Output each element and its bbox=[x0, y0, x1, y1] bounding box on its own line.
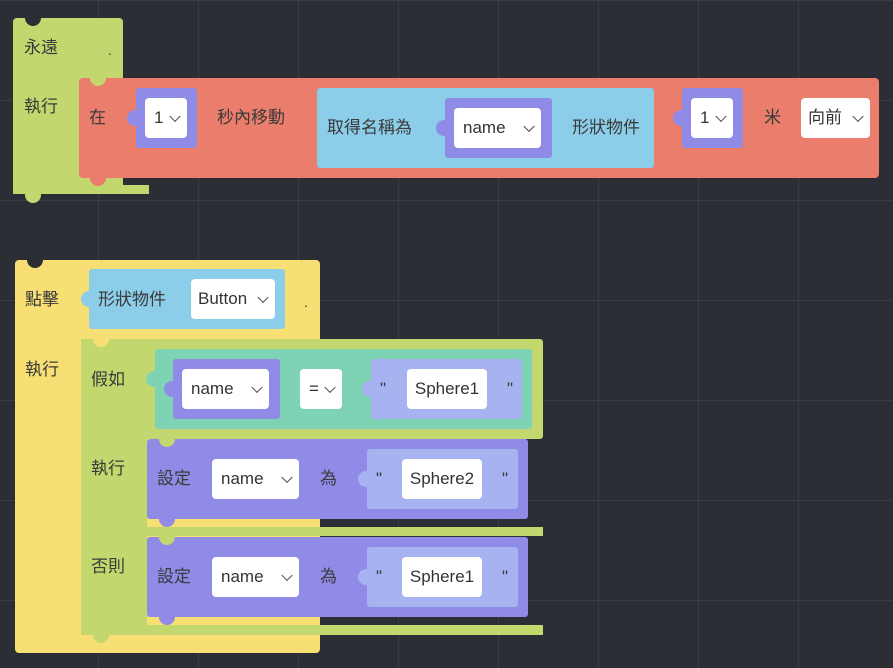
then-value-text-field[interactable]: Sphere2 bbox=[402, 459, 482, 499]
compare-left-connector bbox=[164, 381, 180, 397]
forever-top-notch bbox=[25, 10, 41, 26]
compare-connector bbox=[146, 371, 162, 387]
name-dropdown[interactable]: name bbox=[454, 108, 541, 148]
button-value: Button bbox=[198, 289, 248, 308]
else-as-label: 為 bbox=[320, 567, 337, 586]
seconds-label: 秒內移動 bbox=[217, 108, 285, 127]
else-set-top-connector bbox=[159, 529, 175, 545]
click-label: 點擊 bbox=[25, 290, 59, 309]
seconds-value: 1 bbox=[154, 108, 164, 127]
button-dropdown[interactable]: Button bbox=[191, 279, 275, 319]
then-as-label: 為 bbox=[320, 469, 337, 488]
if-top-connector bbox=[93, 331, 109, 347]
if-else-middle-arm bbox=[81, 527, 543, 536]
move-in-label: 在 bbox=[89, 108, 106, 127]
then-variable-value: name bbox=[221, 469, 264, 488]
seconds-input-connector bbox=[127, 110, 143, 126]
quote-close: " bbox=[507, 379, 514, 398]
distance-dropdown[interactable]: 1 bbox=[691, 98, 733, 138]
chevron-down-icon bbox=[523, 120, 535, 133]
click-do-label: 執行 bbox=[25, 360, 59, 379]
else-label: 否則 bbox=[91, 557, 125, 576]
then-string-connector bbox=[358, 471, 374, 487]
else-quote-close: " bbox=[502, 567, 509, 586]
forever-bottom-connector bbox=[25, 187, 41, 203]
operator-value: = bbox=[309, 379, 319, 398]
else-variable-dropdown[interactable]: name bbox=[212, 557, 299, 597]
then-variable-dropdown[interactable]: name bbox=[212, 459, 299, 499]
chevron-down-icon bbox=[251, 381, 263, 394]
if-else-bottom-arm bbox=[81, 625, 543, 635]
chevron-down-icon bbox=[257, 291, 269, 304]
else-quote-open: " bbox=[376, 567, 383, 586]
else-string-connector bbox=[358, 569, 374, 585]
then-value: Sphere2 bbox=[409, 469, 475, 488]
then-label: 執行 bbox=[91, 459, 125, 478]
click-shape-connector bbox=[81, 291, 97, 307]
then-quote-close: " bbox=[502, 469, 509, 488]
name-value: name bbox=[463, 118, 506, 137]
chevron-down-icon bbox=[169, 110, 181, 123]
then-set-bottom-connector bbox=[159, 511, 175, 527]
get-by-name-label: 取得名稱為 bbox=[327, 118, 412, 137]
move-block-top-connector bbox=[90, 70, 106, 86]
chevron-down-icon bbox=[852, 110, 864, 123]
if-label: 假如 bbox=[91, 370, 125, 389]
compare-left-value: name bbox=[191, 379, 234, 398]
else-value-text-field[interactable]: Sphere1 bbox=[402, 557, 482, 597]
chevron-down-icon bbox=[715, 110, 727, 123]
direction-value: 向前 bbox=[808, 108, 842, 127]
operator-dropdown[interactable]: = bbox=[300, 369, 342, 409]
forever-block-bottom-arm bbox=[13, 185, 149, 194]
else-variable-value: name bbox=[221, 567, 264, 586]
then-set-label: 設定 bbox=[157, 469, 191, 488]
click-shape-label: 形狀物件 bbox=[98, 290, 166, 309]
compare-left-dropdown[interactable]: name bbox=[182, 369, 269, 409]
if-bottom-connector bbox=[93, 627, 109, 643]
else-value: Sphere1 bbox=[409, 567, 475, 586]
distance-input-connector bbox=[673, 110, 689, 126]
then-set-top-connector bbox=[159, 431, 175, 447]
unit-label: 米 bbox=[764, 108, 781, 127]
shape-label: 形狀物件 bbox=[572, 118, 640, 137]
move-block-bottom-connector bbox=[90, 170, 106, 186]
compare-right-connector bbox=[362, 381, 378, 397]
chevron-down-icon bbox=[324, 381, 336, 394]
click-dot: . bbox=[304, 294, 308, 310]
chevron-down-icon bbox=[281, 569, 293, 582]
name-variable-connector bbox=[436, 120, 452, 136]
click-top-notch bbox=[27, 252, 43, 268]
if-else-spine bbox=[81, 339, 147, 635]
then-quote-open: " bbox=[376, 469, 383, 488]
seconds-dropdown[interactable]: 1 bbox=[145, 98, 187, 138]
compare-right-text-field[interactable]: Sphere1 bbox=[407, 369, 487, 409]
compare-right-value: Sphere1 bbox=[414, 379, 480, 398]
distance-value: 1 bbox=[700, 108, 710, 127]
chevron-down-icon bbox=[281, 471, 293, 484]
else-set-bottom-connector bbox=[159, 609, 175, 625]
else-set-label: 設定 bbox=[157, 567, 191, 586]
direction-dropdown[interactable]: 向前 bbox=[801, 98, 870, 138]
forever-dot: . bbox=[108, 42, 112, 58]
forever-label: 永遠 bbox=[24, 38, 58, 57]
forever-do-label: 執行 bbox=[24, 97, 58, 116]
quote-open: " bbox=[380, 379, 387, 398]
